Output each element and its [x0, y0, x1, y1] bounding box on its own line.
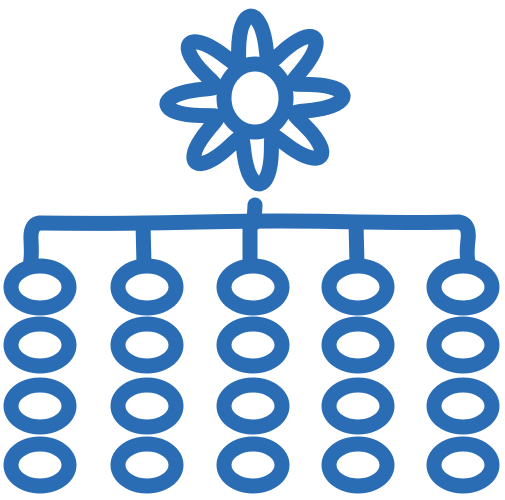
node-icon-4-1	[321, 258, 395, 316]
node-icon-4-3	[321, 377, 395, 435]
branch-drop-4	[348, 215, 365, 273]
node-icon-3-4	[216, 436, 290, 494]
node-icon-2-4	[110, 436, 184, 494]
node-icon-1-3	[3, 377, 77, 435]
node-icon-3-3	[216, 377, 290, 435]
node-icon-1-2	[3, 316, 77, 374]
node-icon-4-4	[321, 436, 395, 494]
node-icon-2-1	[110, 258, 184, 316]
gear-center-ring	[216, 56, 294, 140]
node-icon-5-3	[426, 377, 500, 435]
node-icon-1-1	[3, 258, 77, 316]
node-icon-2-2	[110, 316, 184, 374]
node-icon-2-3	[110, 377, 184, 435]
node-icon-5-4	[426, 436, 500, 494]
node-icon-1-4	[3, 436, 77, 494]
node-grid	[3, 258, 500, 494]
gear-outline	[159, 8, 351, 192]
node-icon-5-2	[426, 316, 500, 374]
gear-icon	[159, 8, 351, 192]
horizontal-bar	[32, 213, 466, 231]
node-icon-3-1	[216, 258, 290, 316]
hierarchy-connectors	[22, 197, 477, 273]
node-icon-4-2	[321, 316, 395, 374]
branch-drop-2	[135, 215, 152, 273]
node-icon-3-2	[216, 316, 290, 374]
node-icon-5-1	[426, 258, 500, 316]
